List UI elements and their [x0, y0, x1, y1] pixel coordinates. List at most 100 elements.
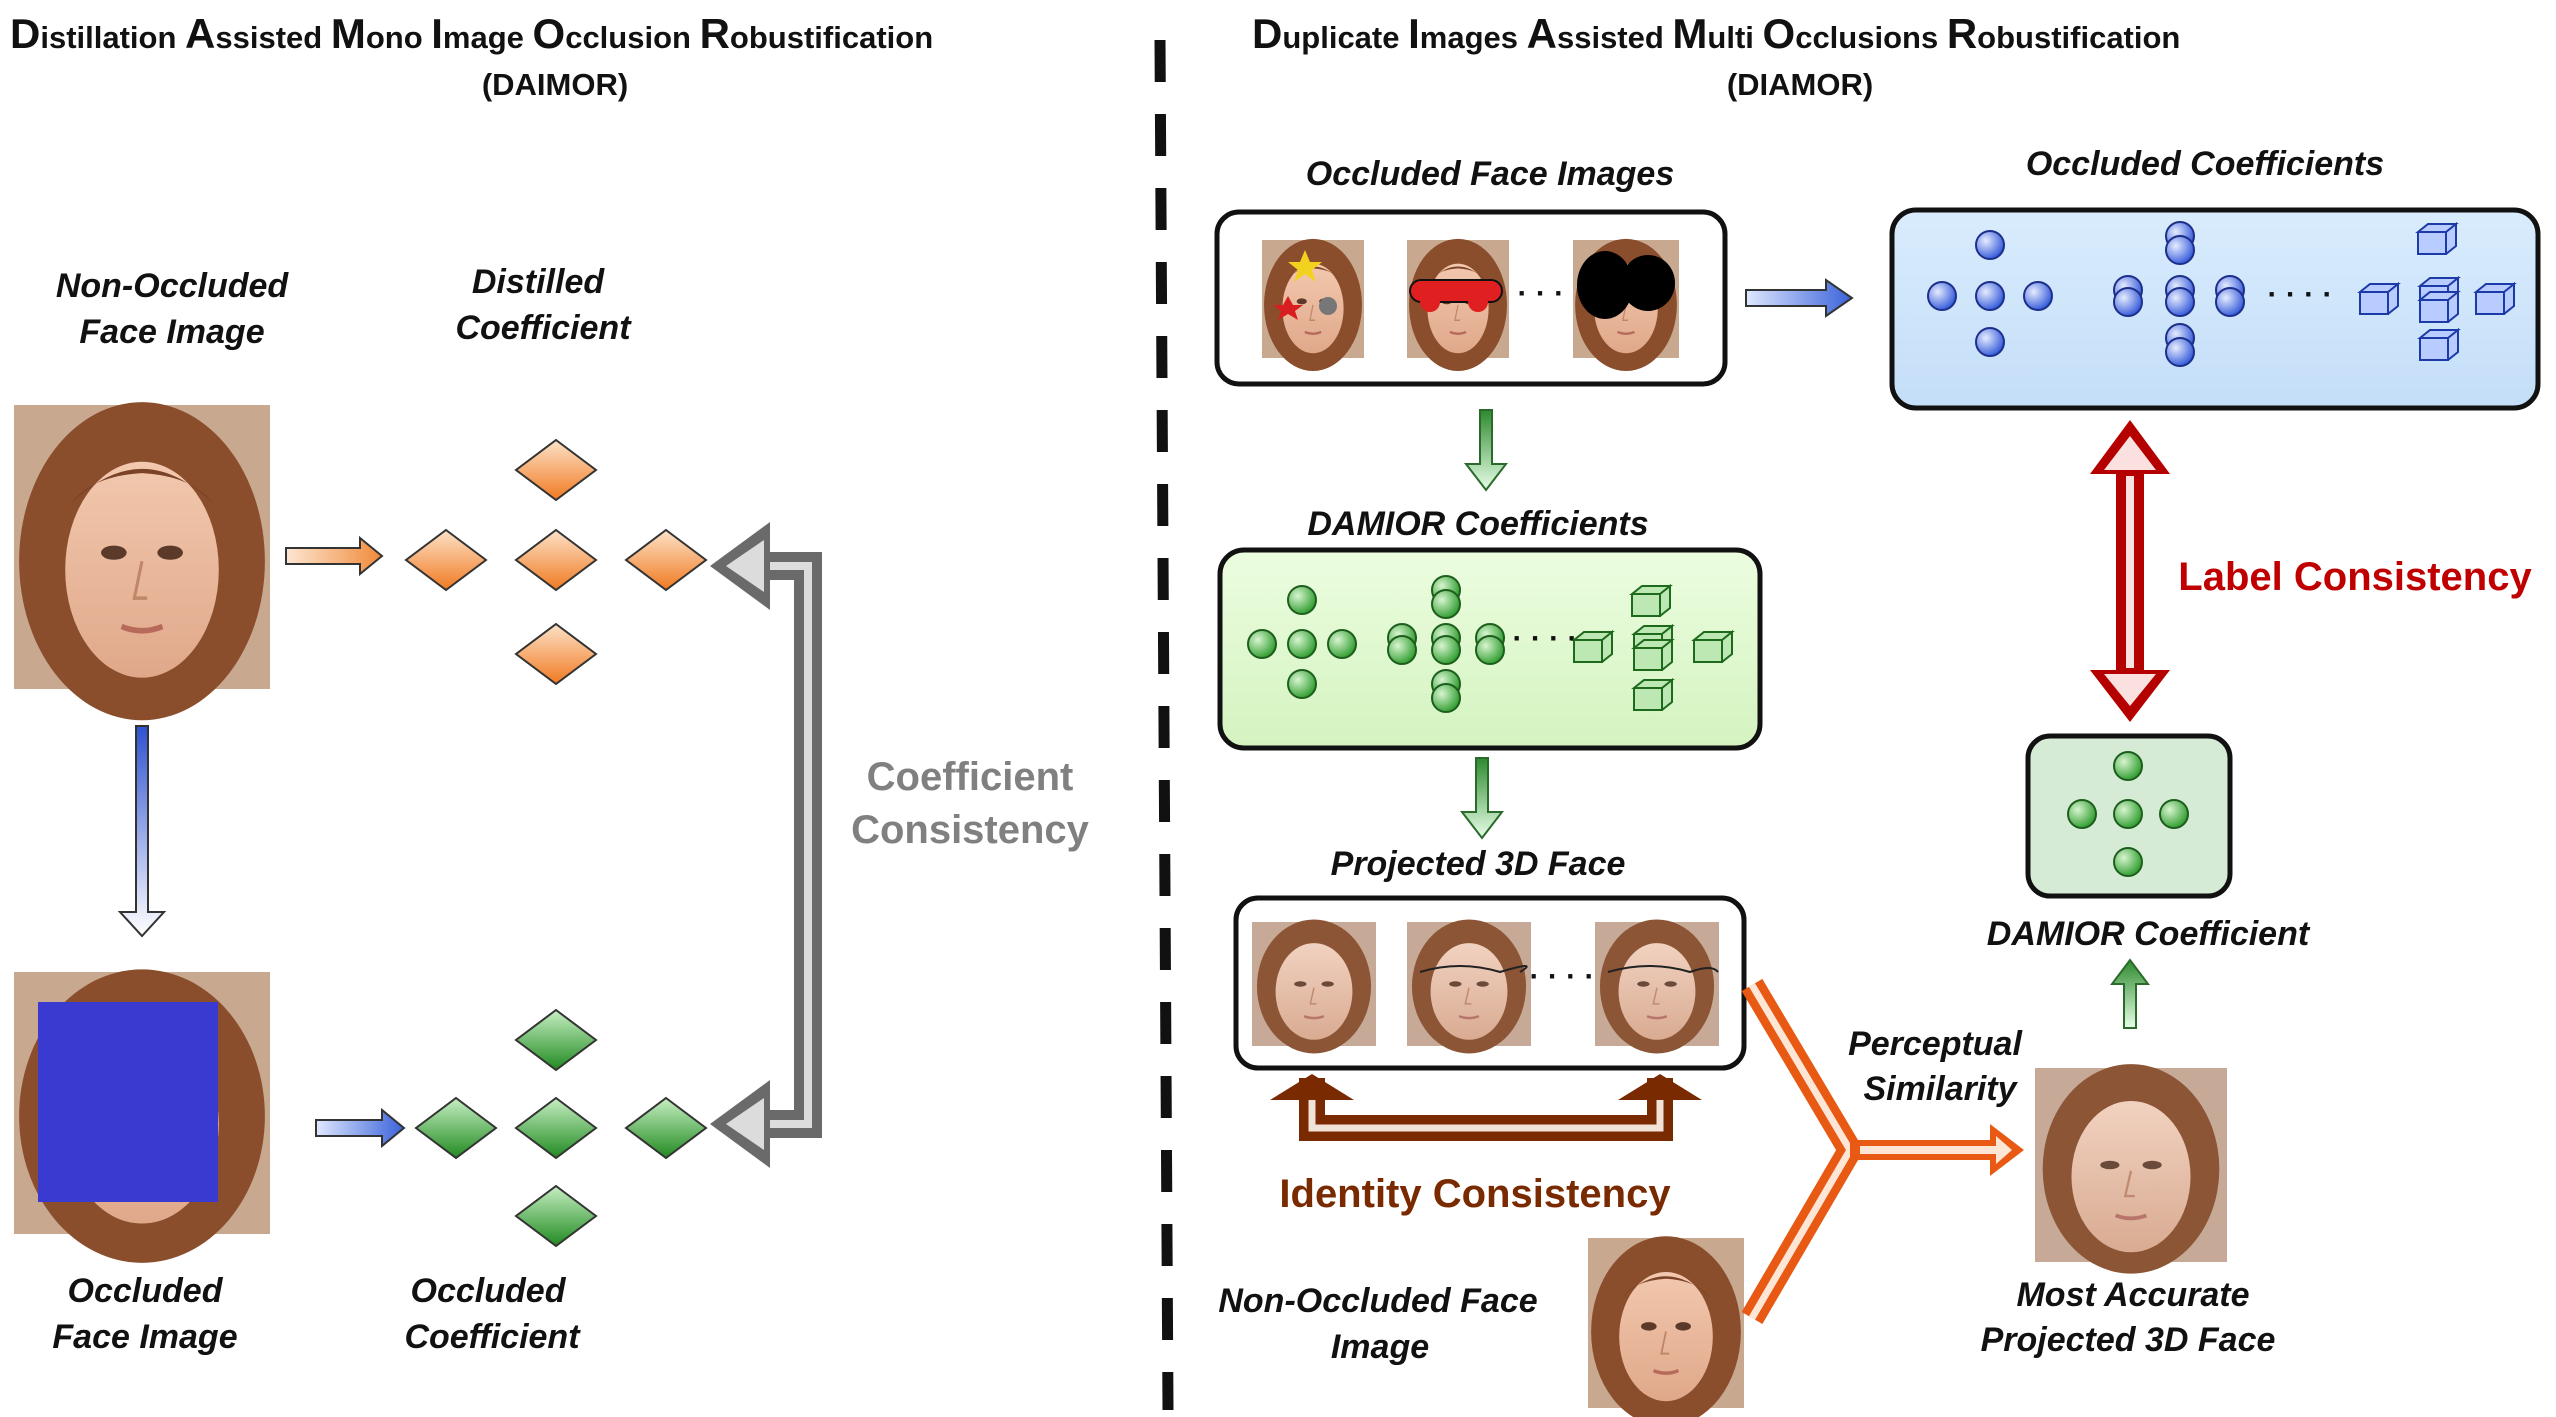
diamond-coefficient-icon [404, 528, 488, 592]
red-dot-occluder [1468, 292, 1488, 312]
left-title-initial: D [10, 10, 40, 57]
star-occluder [1288, 250, 1322, 282]
projected-face-box: · · · · [1233, 895, 1747, 1071]
right-title: Duplicate Images Assisted Multi Occlusio… [1252, 10, 2180, 57]
rendered-face-icon [1405, 918, 1533, 1055]
red-dot-occluder [1420, 292, 1440, 312]
right-title-initial: R [1947, 10, 1977, 57]
most-accurate-label-line2: Projected 3D Face [1981, 1321, 2276, 1359]
green-down-arrow-icon [1459, 757, 1505, 840]
blue-cube-cluster [2357, 221, 2517, 361]
projected-face-label: Projected 3D Face [1331, 845, 1626, 883]
ellipsis: · · · · [2268, 278, 2333, 311]
right-title-initial: M [1672, 10, 1707, 57]
nonoccluded-label-line1: Non-Occluded [56, 267, 290, 305]
occluded-face-thumb-1 [1260, 237, 1366, 373]
nonoccluded-face-photo [14, 402, 270, 720]
green-up-arrow-icon [2110, 958, 2150, 1029]
star-occluder [1273, 296, 1303, 320]
diamond-coefficient-icon [514, 1008, 598, 1072]
label-consistency-arrow-icon [2090, 420, 2170, 722]
left-title-initial: A [185, 10, 215, 57]
right-title-initial: I [1408, 10, 1420, 57]
left-subtitle: (DAIMOR) [482, 67, 628, 102]
damior-coefficients-label: DAMIOR Coefficients [1307, 505, 1648, 543]
perceptual-similarity-label-line1: Perceptual [1848, 1025, 2023, 1063]
left-title-word: ono [366, 20, 431, 55]
left-title-word: istillation [40, 20, 185, 55]
right-title-initial: D [1252, 10, 1282, 57]
diamond-coefficient-icon [514, 528, 598, 592]
damior-coefficient-box [2025, 733, 2233, 899]
identity-consistency-label: Identity Consistency [1279, 1172, 1671, 1216]
blue-sphere-cluster [1927, 230, 2053, 357]
most-accurate-face-render [2033, 1062, 2229, 1276]
nonoccluded-label-line2: Face Image [79, 313, 264, 351]
diamond-coefficient-icon [514, 438, 598, 502]
left-title-word: cclusion [565, 20, 699, 55]
left-title: Distillation Assisted Mono Image Occlusi… [10, 10, 933, 57]
left-title-initial: I [431, 10, 443, 57]
left-title-word: ssisted [215, 20, 330, 55]
blue-arrow-icon [1745, 278, 1854, 318]
diamond-coefficient-icon [514, 1184, 598, 1248]
right-subtitle: (DIAMOR) [1727, 67, 1873, 102]
distilled-coefficient-diamonds [404, 438, 708, 686]
blue-arrow-icon [315, 1107, 406, 1149]
green-down-arrow-icon [1463, 409, 1509, 492]
label-consistency-label: Label Consistency [2178, 555, 2532, 599]
damior-coefficients-box: · · · · [1217, 547, 1763, 751]
rendered-face-icon [1250, 918, 1378, 1055]
damior-coefficient-label: DAMIOR Coefficient [1987, 915, 2311, 953]
left-title-word: mage [443, 20, 533, 55]
occluded-images-box: · · · · [1214, 209, 1728, 387]
occluded-coef-label-line1: Occluded [411, 1272, 567, 1310]
blue-stacked-sphere-cluster [2113, 221, 2245, 367]
coefficient-consistency-arrow-icon [710, 522, 822, 1168]
left-title-initial: R [700, 10, 730, 57]
left-title-word: obustification [730, 20, 933, 55]
black-occluder [1577, 251, 1633, 319]
diamond-coefficient-icon [514, 1096, 598, 1160]
perceptual-similarity-arrow-icon [1741, 978, 2024, 1325]
right-title-initial: O [1763, 10, 1796, 57]
occluded-coefficients-box: · · · · [1889, 207, 2541, 411]
left-title-initial: M [331, 10, 366, 57]
identity-consistency-arrow-icon [1270, 1074, 1702, 1141]
green-sphere-cluster [1247, 585, 1357, 699]
right-title-word: cclusions [1795, 20, 1947, 55]
diamond-coefficient-icon [624, 1096, 708, 1160]
diamond-coefficient-icon [414, 1096, 498, 1160]
coefficient-consistency-label-line2: Consistency [851, 808, 1090, 852]
occluded-coef-label-line2: Coefficient [404, 1318, 581, 1356]
glasses-occluder [1607, 965, 1719, 974]
occluder-block [38, 1002, 218, 1202]
panel-divider [1154, 39, 1174, 1411]
right-nonoccluded-face-photo [1586, 1234, 1746, 1417]
ellipsis: · · · · [1513, 622, 1578, 655]
right-nonoccluded-label-line1: Non-Occluded Face [1218, 1282, 1537, 1320]
black-occluder [1621, 255, 1675, 311]
diamond-coefficient-icon [514, 622, 598, 686]
distilled-label-line1: Distilled [472, 263, 605, 301]
right-title-word: ulti [1707, 20, 1762, 55]
coefficient-consistency-label-line1: Coefficient [867, 755, 1074, 799]
green-cube-cluster [1571, 583, 1735, 711]
right-title-word: obustification [1977, 20, 2180, 55]
right-nonoccluded-label-line2: Image [1331, 1328, 1429, 1366]
occluded-coefficients-label: Occluded Coefficients [2026, 145, 2384, 183]
distilled-label-line2: Coefficient [455, 309, 632, 347]
rendered-face-icon [1593, 918, 1721, 1055]
glasses-occluder [1419, 965, 1528, 974]
diamond-coefficient-icon [624, 528, 708, 592]
left-title-initial: O [533, 10, 566, 57]
gear-occluder [1319, 297, 1337, 315]
blue-down-arrow-icon [117, 725, 167, 938]
perceptual-similarity-label-line2: Similarity [1863, 1070, 2018, 1108]
right-title-word: mages [1420, 20, 1527, 55]
right-title-word: uplicate [1282, 20, 1408, 55]
ellipsis: · · · · [1518, 277, 1583, 310]
occluded-images-label: Occluded Face Images [1306, 155, 1675, 193]
ellipsis: · · · · [1530, 960, 1595, 993]
